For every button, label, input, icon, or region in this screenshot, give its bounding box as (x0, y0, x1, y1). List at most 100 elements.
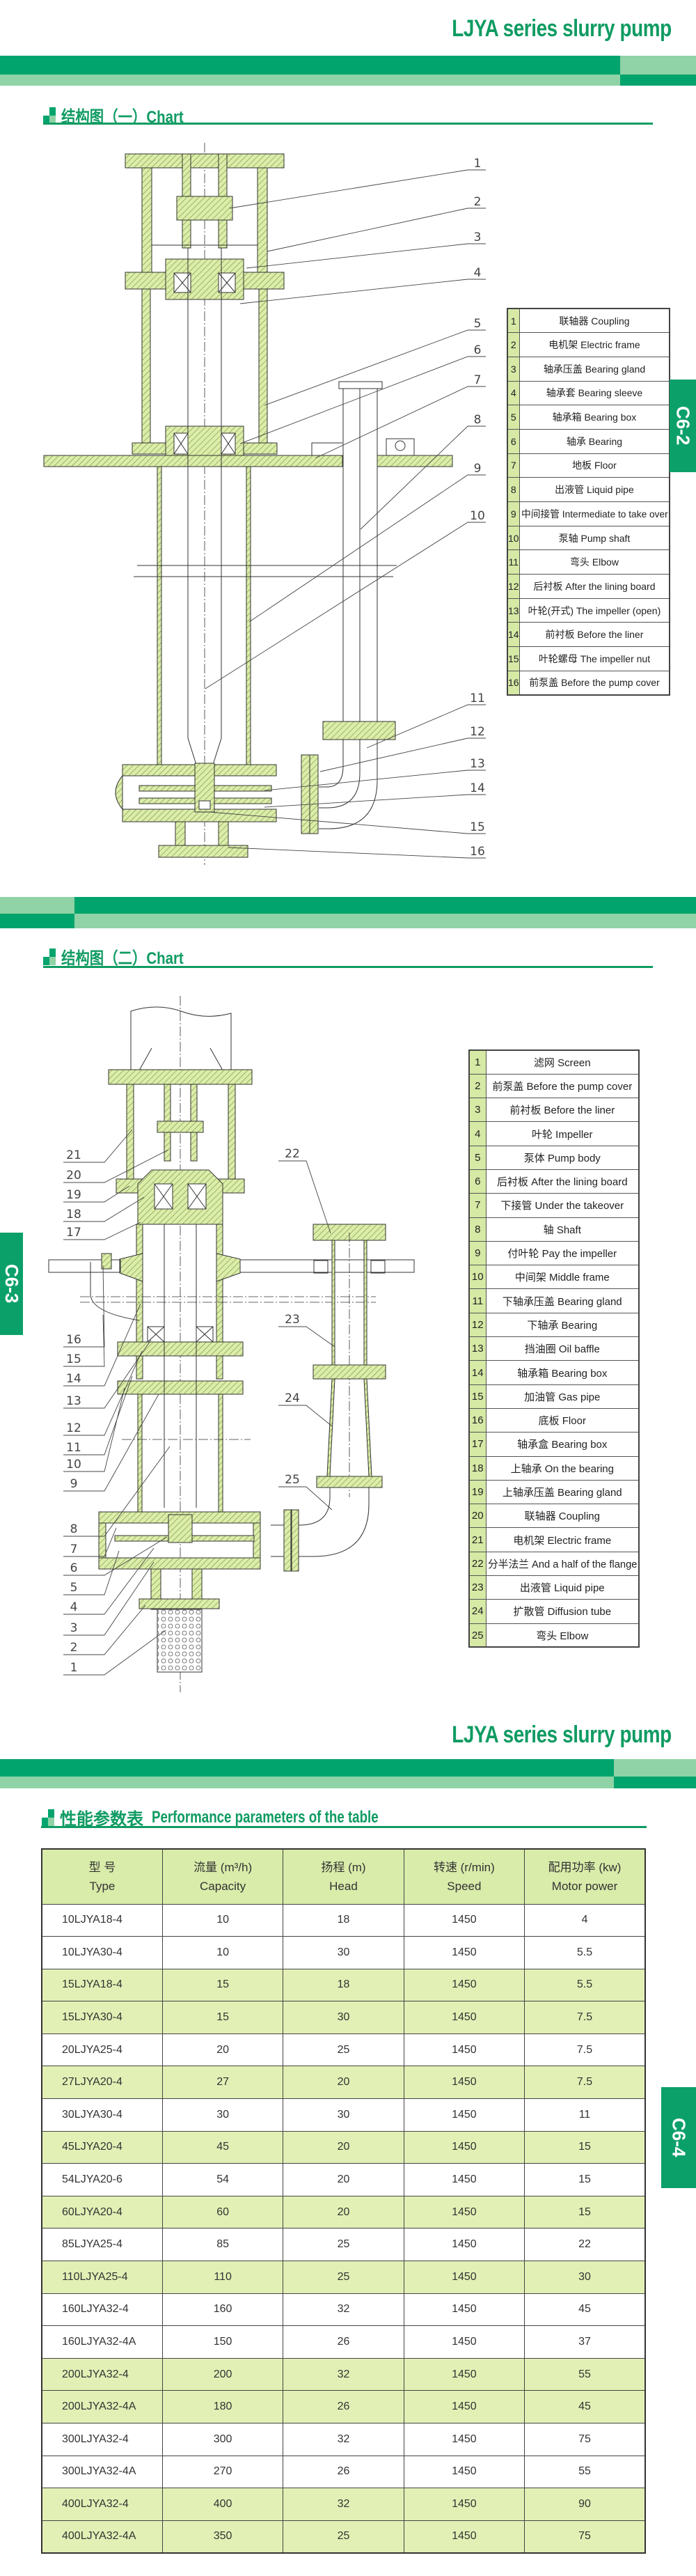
callout-leader-line (63, 1350, 143, 1436)
cell-type: 20LJYA25-4 (41, 2033, 163, 2067)
callout-number: 11 (470, 692, 485, 705)
cell-type: 30LJYA30-4 (41, 2098, 163, 2132)
cell-speed: 1450 (403, 2293, 525, 2327)
callout-leader-line (63, 1149, 169, 1183)
legend-number: 2 (468, 1073, 487, 1099)
column-header-cn: 转速 (r/min) (433, 1860, 495, 1874)
legend-number: 1 (507, 308, 520, 334)
legend-number: 13 (468, 1336, 487, 1361)
page-tab-c6-3[interactable]: C6-3 (0, 1233, 23, 1335)
legend-part-name: 挡油圈 Oil baffle (485, 1336, 640, 1361)
legend-number: 12 (507, 574, 520, 599)
cell-type: 10LJYA18-4 (41, 1903, 163, 1937)
callout-number: 9 (70, 1477, 78, 1491)
cell-type: 15LJYA18-4 (41, 1968, 163, 2002)
section-band-3 (0, 1759, 696, 1777)
cell-head: 26 (283, 2455, 404, 2489)
cell-head: 25 (283, 2520, 404, 2554)
callout-number: 1 (70, 1661, 78, 1675)
callout-number: 4 (70, 1600, 78, 1614)
callout-leader-line (278, 1486, 333, 1511)
legend-part-name: 下轴承 Bearing (485, 1312, 640, 1338)
legend-part-name: 后衬板 After the lining board (519, 574, 670, 599)
callout-number: 4 (474, 266, 482, 280)
callout-number: 14 (470, 781, 485, 795)
cell-type: 15LJYA30-4 (41, 2001, 163, 2034)
callout-leader-line (248, 474, 486, 623)
cell-capacity: 160 (161, 2293, 284, 2327)
section-underline (43, 966, 653, 968)
legend-number: 21 (468, 1527, 487, 1552)
legend-number: 1 (468, 1049, 487, 1075)
cell-head: 30 (283, 1936, 404, 1969)
page-tab-c6-4[interactable]: C6-4 (661, 2087, 696, 2188)
callout-leader-line (63, 1527, 117, 1557)
cell-capacity: 30 (161, 2098, 284, 2132)
cell-capacity: 350 (161, 2520, 284, 2554)
callout-leader-line (63, 1630, 166, 1676)
callout-leader-line (264, 794, 486, 808)
cell-capacity: 200 (161, 2357, 284, 2391)
callout-number: 12 (66, 1421, 81, 1435)
header-band (0, 56, 696, 75)
legend-part-name: 叶轮螺母 The impeller nut (519, 646, 670, 671)
legend-number: 2 (507, 332, 520, 357)
cell-type: 45LJYA20-4 (41, 2130, 163, 2164)
column-header: 流量 (m³/h)Capacity (161, 1848, 284, 1905)
callout-number: 8 (474, 413, 482, 427)
legend-part-name: 付叶轮 Pay the impeller (485, 1240, 640, 1266)
legend-number: 8 (468, 1217, 487, 1242)
cell-head: 25 (283, 2228, 404, 2262)
callout-leader-line (278, 1160, 331, 1234)
cell-speed: 1450 (403, 2228, 525, 2262)
callout-leader-line (315, 386, 486, 459)
section-heading-text: 结构图（二）Chart (61, 949, 184, 968)
legend-part-name: 前泵盖 Before the pump cover (485, 1073, 640, 1099)
legend-part-name: 弯头 Elbow (485, 1623, 640, 1648)
section-underline (41, 1826, 647, 1828)
cell-power: 75 (524, 2423, 646, 2456)
cell-speed: 1450 (403, 2195, 525, 2229)
cell-capacity: 15 (161, 2001, 284, 2034)
cell-power: 45 (524, 2293, 646, 2327)
page-tab-c6-2[interactable]: C6-2 (670, 380, 696, 472)
legend-number: 14 (507, 622, 520, 648)
callout-number: 2 (474, 195, 482, 209)
callout-leader-line (239, 356, 486, 444)
callout-leader-line (63, 1265, 105, 1348)
callout-leader-line (63, 1375, 133, 1455)
callout-number: 13 (470, 757, 485, 771)
section-band-2 (0, 897, 696, 914)
header-band-lower (0, 75, 696, 86)
callout-leader-line (278, 1326, 335, 1348)
cell-power: 37 (524, 2325, 646, 2359)
legend-number: 9 (507, 501, 520, 526)
legend-part-name: 轴承箱 Bearing box (485, 1360, 640, 1385)
legend-number: 24 (468, 1599, 487, 1624)
section-heading-en: Performance parameters of the table (152, 1807, 379, 1827)
callout-leader-line (63, 1196, 145, 1222)
